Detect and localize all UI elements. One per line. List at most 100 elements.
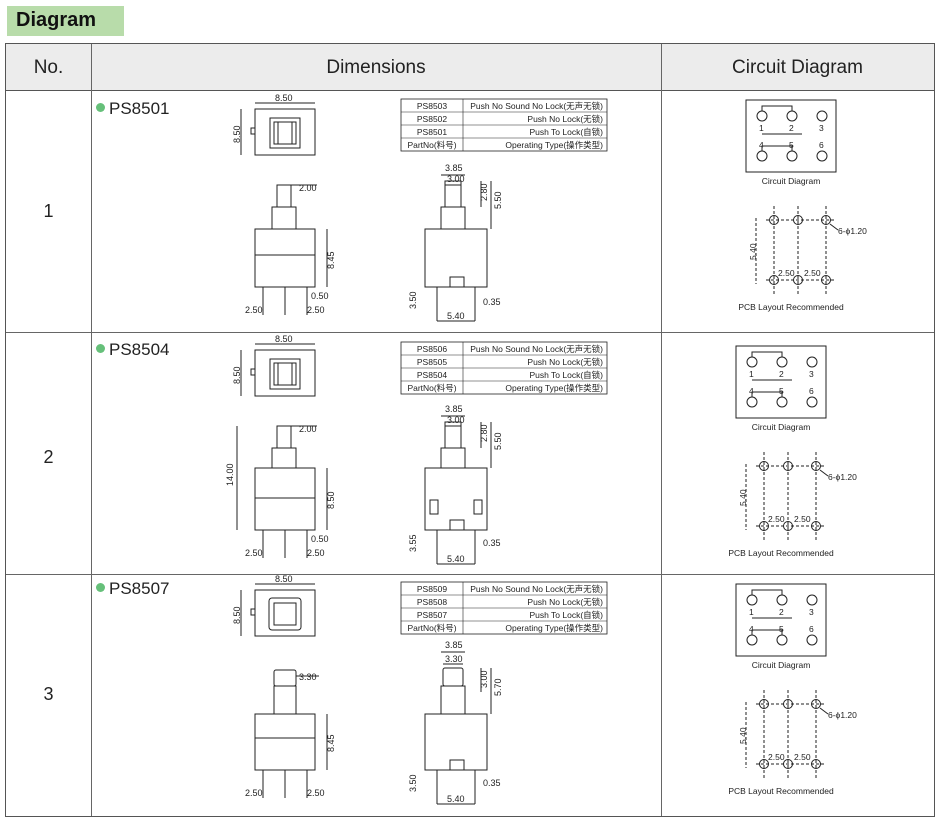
svg-text:Push To Lock(自锁): Push To Lock(自锁) bbox=[529, 127, 603, 137]
svg-text:4: 4 bbox=[749, 386, 754, 396]
svg-text:Circuit Diagram: Circuit Diagram bbox=[752, 422, 811, 432]
svg-text:PS8509: PS8509 bbox=[417, 584, 448, 594]
svg-text:3: 3 bbox=[809, 369, 814, 379]
table-header: No. Dimensions Circuit Diagram bbox=[6, 44, 934, 91]
svg-text:3: 3 bbox=[819, 123, 824, 133]
svg-text:5.40: 5.40 bbox=[447, 311, 465, 321]
svg-text:Circuit Diagram: Circuit Diagram bbox=[752, 660, 811, 670]
svg-text:PS8508: PS8508 bbox=[417, 597, 448, 607]
dimension-drawing-3: 8.50 8.50 3.30 8.45 2.50 2.50 3.85 3.30 … bbox=[232, 574, 608, 805]
circuit-diagram-1: 1 2 3 4 5 6 Circuit Diagram 6-ϕ1.20 5.40… bbox=[738, 99, 867, 312]
svg-text:3.50: 3.50 bbox=[408, 291, 418, 309]
svg-text:6-ϕ1.20: 6-ϕ1.20 bbox=[838, 226, 867, 236]
svg-text:2: 2 bbox=[789, 123, 794, 133]
part-label-3: PS8507 bbox=[96, 579, 170, 599]
svg-text:5.50: 5.50 bbox=[493, 191, 503, 209]
svg-text:Operating Type(操作类型): Operating Type(操作类型) bbox=[505, 140, 603, 150]
svg-text:6: 6 bbox=[809, 386, 814, 396]
header-circuit: Circuit Diagram bbox=[732, 57, 863, 78]
svg-text:PS8502: PS8502 bbox=[417, 114, 448, 124]
svg-text:0.35: 0.35 bbox=[483, 538, 501, 548]
svg-text:0.35: 0.35 bbox=[483, 778, 501, 788]
svg-text:2.50: 2.50 bbox=[245, 788, 263, 798]
svg-text:PS8505: PS8505 bbox=[417, 357, 448, 367]
svg-text:5.50: 5.50 bbox=[493, 432, 503, 450]
svg-text:2.50: 2.50 bbox=[307, 305, 325, 315]
svg-text:3.00: 3.00 bbox=[447, 415, 465, 425]
svg-text:PartNo(料号): PartNo(料号) bbox=[407, 383, 456, 393]
svg-text:8.45: 8.45 bbox=[326, 734, 336, 752]
svg-text:0.50: 0.50 bbox=[311, 534, 329, 544]
bullet-icon bbox=[96, 103, 105, 112]
svg-text:Circuit Diagram: Circuit Diagram bbox=[762, 176, 821, 186]
svg-text:PS8506: PS8506 bbox=[417, 344, 448, 354]
section-title: Diagram bbox=[7, 6, 124, 36]
svg-text:8.50: 8.50 bbox=[275, 574, 293, 584]
header-dimensions: Dimensions bbox=[326, 57, 426, 78]
svg-text:3.30: 3.30 bbox=[445, 654, 463, 664]
svg-text:1: 1 bbox=[749, 369, 754, 379]
svg-text:1: 1 bbox=[759, 123, 764, 133]
svg-text:2.50: 2.50 bbox=[245, 548, 263, 558]
svg-text:5: 5 bbox=[779, 386, 784, 396]
row-number-1: 1 bbox=[43, 201, 54, 221]
svg-text:Operating Type(操作类型): Operating Type(操作类型) bbox=[505, 383, 603, 393]
header-no: No. bbox=[33, 57, 64, 78]
svg-text:1: 1 bbox=[749, 607, 754, 617]
svg-text:2.50: 2.50 bbox=[778, 268, 795, 278]
svg-text:6-ϕ1.20: 6-ϕ1.20 bbox=[828, 472, 857, 482]
svg-text:8.50: 8.50 bbox=[232, 606, 242, 624]
diagram-table: No. Dimensions Circuit Diagram 1 2 3 PS8… bbox=[5, 43, 935, 817]
svg-text:5.40: 5.40 bbox=[738, 489, 748, 506]
svg-text:6: 6 bbox=[809, 624, 814, 634]
svg-text:PS8503: PS8503 bbox=[417, 101, 448, 111]
svg-text:6: 6 bbox=[819, 140, 824, 150]
svg-text:3.85: 3.85 bbox=[445, 404, 463, 414]
svg-text:Push No Lock(无锁): Push No Lock(无锁) bbox=[527, 114, 603, 124]
svg-text:2.80: 2.80 bbox=[479, 424, 489, 442]
row-number-2: 2 bbox=[43, 447, 54, 467]
svg-text:5.40: 5.40 bbox=[738, 727, 748, 744]
svg-text:2.50: 2.50 bbox=[794, 752, 811, 762]
svg-text:PS8507: PS8507 bbox=[417, 610, 448, 620]
svg-text:5.70: 5.70 bbox=[493, 678, 503, 696]
svg-text:3.55: 3.55 bbox=[408, 534, 418, 552]
bullet-icon bbox=[96, 344, 105, 353]
svg-text:5: 5 bbox=[779, 624, 784, 634]
part-label-2: PS8504 bbox=[96, 340, 170, 360]
svg-text:8.50: 8.50 bbox=[275, 93, 293, 103]
svg-text:2.80: 2.80 bbox=[479, 183, 489, 201]
svg-text:4: 4 bbox=[759, 140, 764, 150]
svg-text:5.40: 5.40 bbox=[748, 243, 758, 260]
svg-text:4: 4 bbox=[749, 624, 754, 634]
circuit-diagram-3: 1 2 3 4 5 6 Circuit Diagram 6-ϕ1.20 5.40… bbox=[728, 583, 857, 796]
svg-text:PartNo(料号): PartNo(料号) bbox=[407, 140, 456, 150]
svg-text:3.00: 3.00 bbox=[447, 174, 465, 184]
svg-text:3.85: 3.85 bbox=[445, 163, 463, 173]
svg-text:PS8504: PS8504 bbox=[417, 370, 448, 380]
svg-text:Push No Sound No Lock(无声无锁): Push No Sound No Lock(无声无锁) bbox=[470, 344, 603, 354]
svg-text:2.50: 2.50 bbox=[307, 548, 325, 558]
svg-text:8.50: 8.50 bbox=[232, 125, 242, 143]
svg-text:2: 2 bbox=[779, 369, 784, 379]
svg-text:Push No Lock(无锁): Push No Lock(无锁) bbox=[527, 597, 603, 607]
svg-text:14.00: 14.00 bbox=[225, 463, 235, 486]
dimension-drawing-1: 8.50 8.50 2.00 8.45 0.50 2.50 2.50 3.85 … bbox=[232, 93, 608, 322]
svg-text:Push No Sound No Lock(无声无锁): Push No Sound No Lock(无声无锁) bbox=[470, 584, 603, 594]
svg-text:PartNo(料号): PartNo(料号) bbox=[407, 623, 456, 633]
svg-text:8.50: 8.50 bbox=[232, 366, 242, 384]
svg-text:3.85: 3.85 bbox=[445, 640, 463, 650]
dimension-drawing-2: 8.50 8.50 2.00 8.50 14.00 0.50 2.50 2.50… bbox=[225, 334, 608, 565]
svg-text:PCB Layout Recommended: PCB Layout Recommended bbox=[738, 302, 844, 312]
svg-text:Push No Lock(无锁): Push No Lock(无锁) bbox=[527, 357, 603, 367]
svg-text:2.50: 2.50 bbox=[768, 752, 785, 762]
svg-text:2.50: 2.50 bbox=[768, 514, 785, 524]
svg-text:PCB Layout Recommended: PCB Layout Recommended bbox=[728, 548, 834, 558]
part-label-1: PS8501 bbox=[96, 99, 170, 119]
svg-text:2.00: 2.00 bbox=[299, 183, 317, 193]
svg-text:3.50: 3.50 bbox=[408, 774, 418, 792]
svg-text:2.50: 2.50 bbox=[794, 514, 811, 524]
svg-text:6-ϕ1.20: 6-ϕ1.20 bbox=[828, 710, 857, 720]
svg-text:3.30: 3.30 bbox=[299, 672, 317, 682]
bullet-icon bbox=[96, 583, 105, 592]
